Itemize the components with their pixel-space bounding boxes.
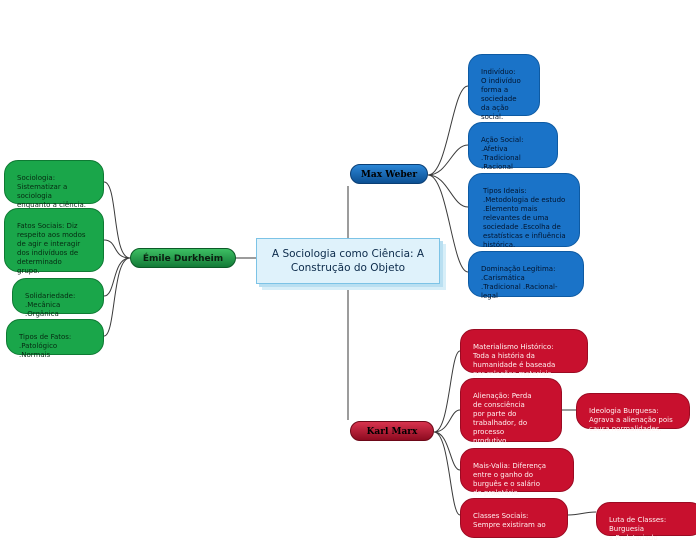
marx-materialismo[interactable]: Materialismo Histórico: Toda a história … [460, 329, 588, 378]
topic-weber-label: Max Weber [360, 170, 418, 180]
marx-mais-valia-text: Mais-Valia: Diferença entre o ganho do b… [473, 462, 547, 497]
durkheim-fatos-sociais[interactable]: Fatos Sociais: Diz respeito aos modos de… [4, 208, 104, 275]
marx-luta-classes[interactable]: Luta de Classes: Burguesia x Proletariad… [596, 502, 696, 542]
durkheim-sociologia[interactable]: Sociologia: Sistematizar a sociologia en… [4, 160, 104, 209]
marx-alienacao-text: Alienação: Perda de consciência por part… [473, 392, 532, 445]
weber-acao-social[interactable]: Ação Social: .Afetiva .Tradicional .Raci… [468, 122, 558, 171]
marx-mais-valia[interactable]: Mais-Valia: Diferença entre o ganho do b… [460, 448, 574, 497]
central-topic-title: A Sociologia como Ciência: A Construção … [271, 248, 425, 274]
weber-tipos-ideais-text: Tipos Ideais: .Metodologia de estudo .El… [483, 187, 566, 249]
marx-classes-sociais-text: Classes Sociais: Sempre existiram ao [473, 512, 546, 529]
weber-individuo-text: Indivíduo: O indivíduo forma a sociedade… [481, 68, 521, 121]
topic-marx-label: Karl Marx [366, 427, 418, 437]
marx-classes-sociais[interactable]: Classes Sociais: Sempre existiram ao [460, 498, 568, 538]
durkheim-solidariedade-text: Solidariedade: .Mecânica .Orgânica [25, 292, 76, 318]
topic-durkheim[interactable]: Émile Durkheim [130, 248, 236, 268]
marx-materialismo-text: Materialismo Histórico: Toda a história … [473, 343, 556, 378]
durkheim-tipos-fatos-text: Tipos de Fatos: .Patológico .Normais [19, 333, 72, 359]
central-topic[interactable]: A Sociologia como Ciência: A Construção … [256, 238, 440, 284]
durkheim-solidariedade[interactable]: Solidariedade: .Mecânica .Orgânica [12, 278, 104, 318]
weber-dominacao-text: Dominação Legítima: .Carismática .Tradic… [481, 265, 558, 300]
topic-durkheim-label: Émile Durkheim [142, 254, 224, 264]
weber-acao-social-text: Ação Social: .Afetiva .Tradicional .Raci… [481, 136, 524, 171]
marx-alienacao[interactable]: Alienação: Perda de consciência por part… [460, 378, 562, 445]
marx-ideologia-burguesa-text: Ideologia Burguesa: Agrava a alienação p… [589, 407, 673, 433]
topic-marx[interactable]: Karl Marx [350, 421, 434, 441]
durkheim-sociologia-text: Sociologia: Sistematizar a sociologia en… [17, 174, 86, 209]
weber-individuo[interactable]: Indivíduo: O indivíduo forma a sociedade… [468, 54, 540, 121]
marx-ideologia-burguesa[interactable]: Ideologia Burguesa: Agrava a alienação p… [576, 393, 690, 433]
connector-lines [103, 85, 597, 516]
weber-tipos-ideais[interactable]: Tipos Ideais: .Metodologia de estudo .El… [468, 173, 580, 249]
durkheim-fatos-sociais-text: Fatos Sociais: Diz respeito aos modos de… [17, 222, 86, 275]
durkheim-tipos-fatos[interactable]: Tipos de Fatos: .Patológico .Normais [6, 319, 104, 359]
weber-dominacao[interactable]: Dominação Legítima: .Carismática .Tradic… [468, 251, 584, 300]
topic-weber[interactable]: Max Weber [350, 164, 428, 184]
